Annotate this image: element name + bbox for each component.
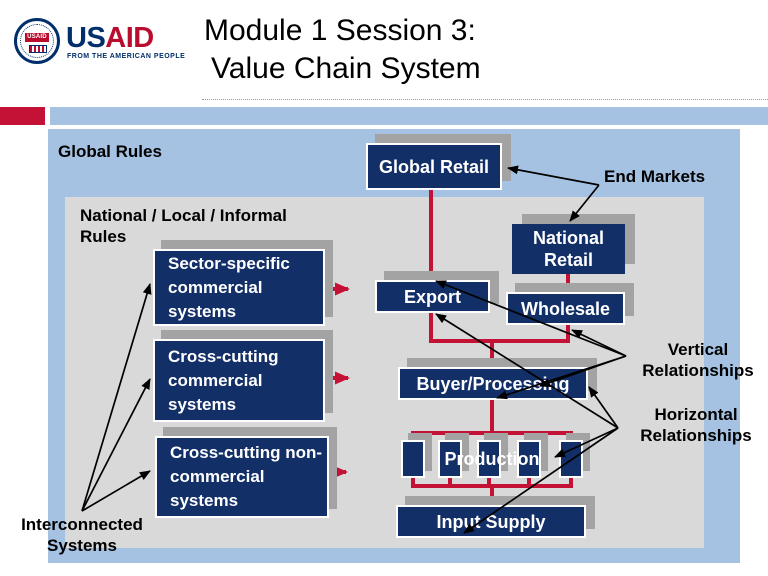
slide-title-line2: Value Chain System [211,52,481,85]
box-buyer-processing: Buyer/Processing [398,367,588,400]
usaid-seal-logo: USAID [14,18,60,64]
box-cross-cutting-non-commercial: Cross-cutting non-commercial systems [155,436,329,518]
accent-bar-blue [50,107,768,125]
slide-title-line1: Module 1 Session 3: [204,14,476,47]
production-unit-box [401,440,425,478]
usaid-seal-stripes [29,45,47,53]
accent-bar-red [0,107,45,125]
production-unit-box [438,440,462,478]
horizontal-relationships-label: Horizontal Relationships [640,405,752,445]
global-rules-label: Global Rules [58,142,162,161]
usaid-seal-label: USAID [24,32,50,43]
usaid-wordmark-us: US [66,22,106,54]
usaid-tagline: FROM THE AMERICAN PEOPLE [67,53,186,60]
usaid-seal-ring [20,24,54,58]
usaid-wordmark: USAID [66,24,154,53]
production-unit-box [477,440,501,478]
national-rules-label: National / Local / Informal Rules [80,206,287,246]
box-global-retail: Global Retail [366,143,502,190]
box-national-retail: National Retail [512,224,625,274]
box-export: Export [375,280,490,313]
usaid-wordmark-aid: AID [105,22,154,54]
end-markets-label: End Markets [604,167,706,186]
box-production-label: Production [444,449,540,469]
box-sector-specific-commercial: Sector-specific commercial systems [153,249,325,326]
slide-title: Module 1 Session 3: Value Chain System [204,12,481,88]
production-unit-box [517,440,541,478]
title-divider [202,99,768,100]
interconnected-systems-label: Interconnected Systems [21,515,143,555]
vertical-relationships-label: Vertical Relationships [642,340,754,380]
box-cross-cutting-commercial: Cross-cutting commercial systems [153,339,325,422]
